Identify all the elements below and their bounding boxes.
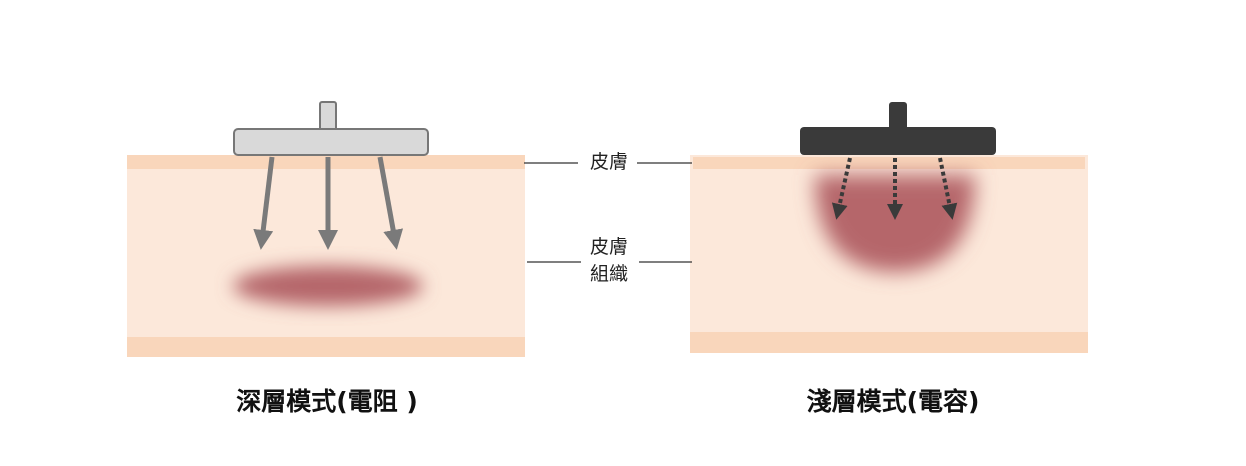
deep-heat-zone [233,266,423,306]
dashed-arrow-icon [831,157,852,220]
deep-mode-caption: 深層模式(電阻 ) [236,387,418,416]
shallow-mode-tissue-block [690,155,1088,353]
bottom-layer [127,337,525,357]
shallow-heat-zone [815,175,975,272]
dashed-arrow-icon [938,157,958,220]
deep-arrows [253,156,404,250]
resistive-probe [233,101,429,156]
shallow-arrows [831,157,958,220]
leader-lines [524,162,692,263]
bottom-layer [690,332,1088,353]
shallow-mode-caption: 淺層模式(電容) [806,387,980,416]
capacitive-probe [800,102,996,155]
tissue-label-line1: 皮膚 [589,236,628,258]
skin-label: 皮膚 [589,151,628,173]
skin-layer [693,157,1085,169]
arrow-icon [377,156,404,250]
tissue-label-line2: 組織 [589,263,628,285]
arrow-icon [253,156,275,250]
